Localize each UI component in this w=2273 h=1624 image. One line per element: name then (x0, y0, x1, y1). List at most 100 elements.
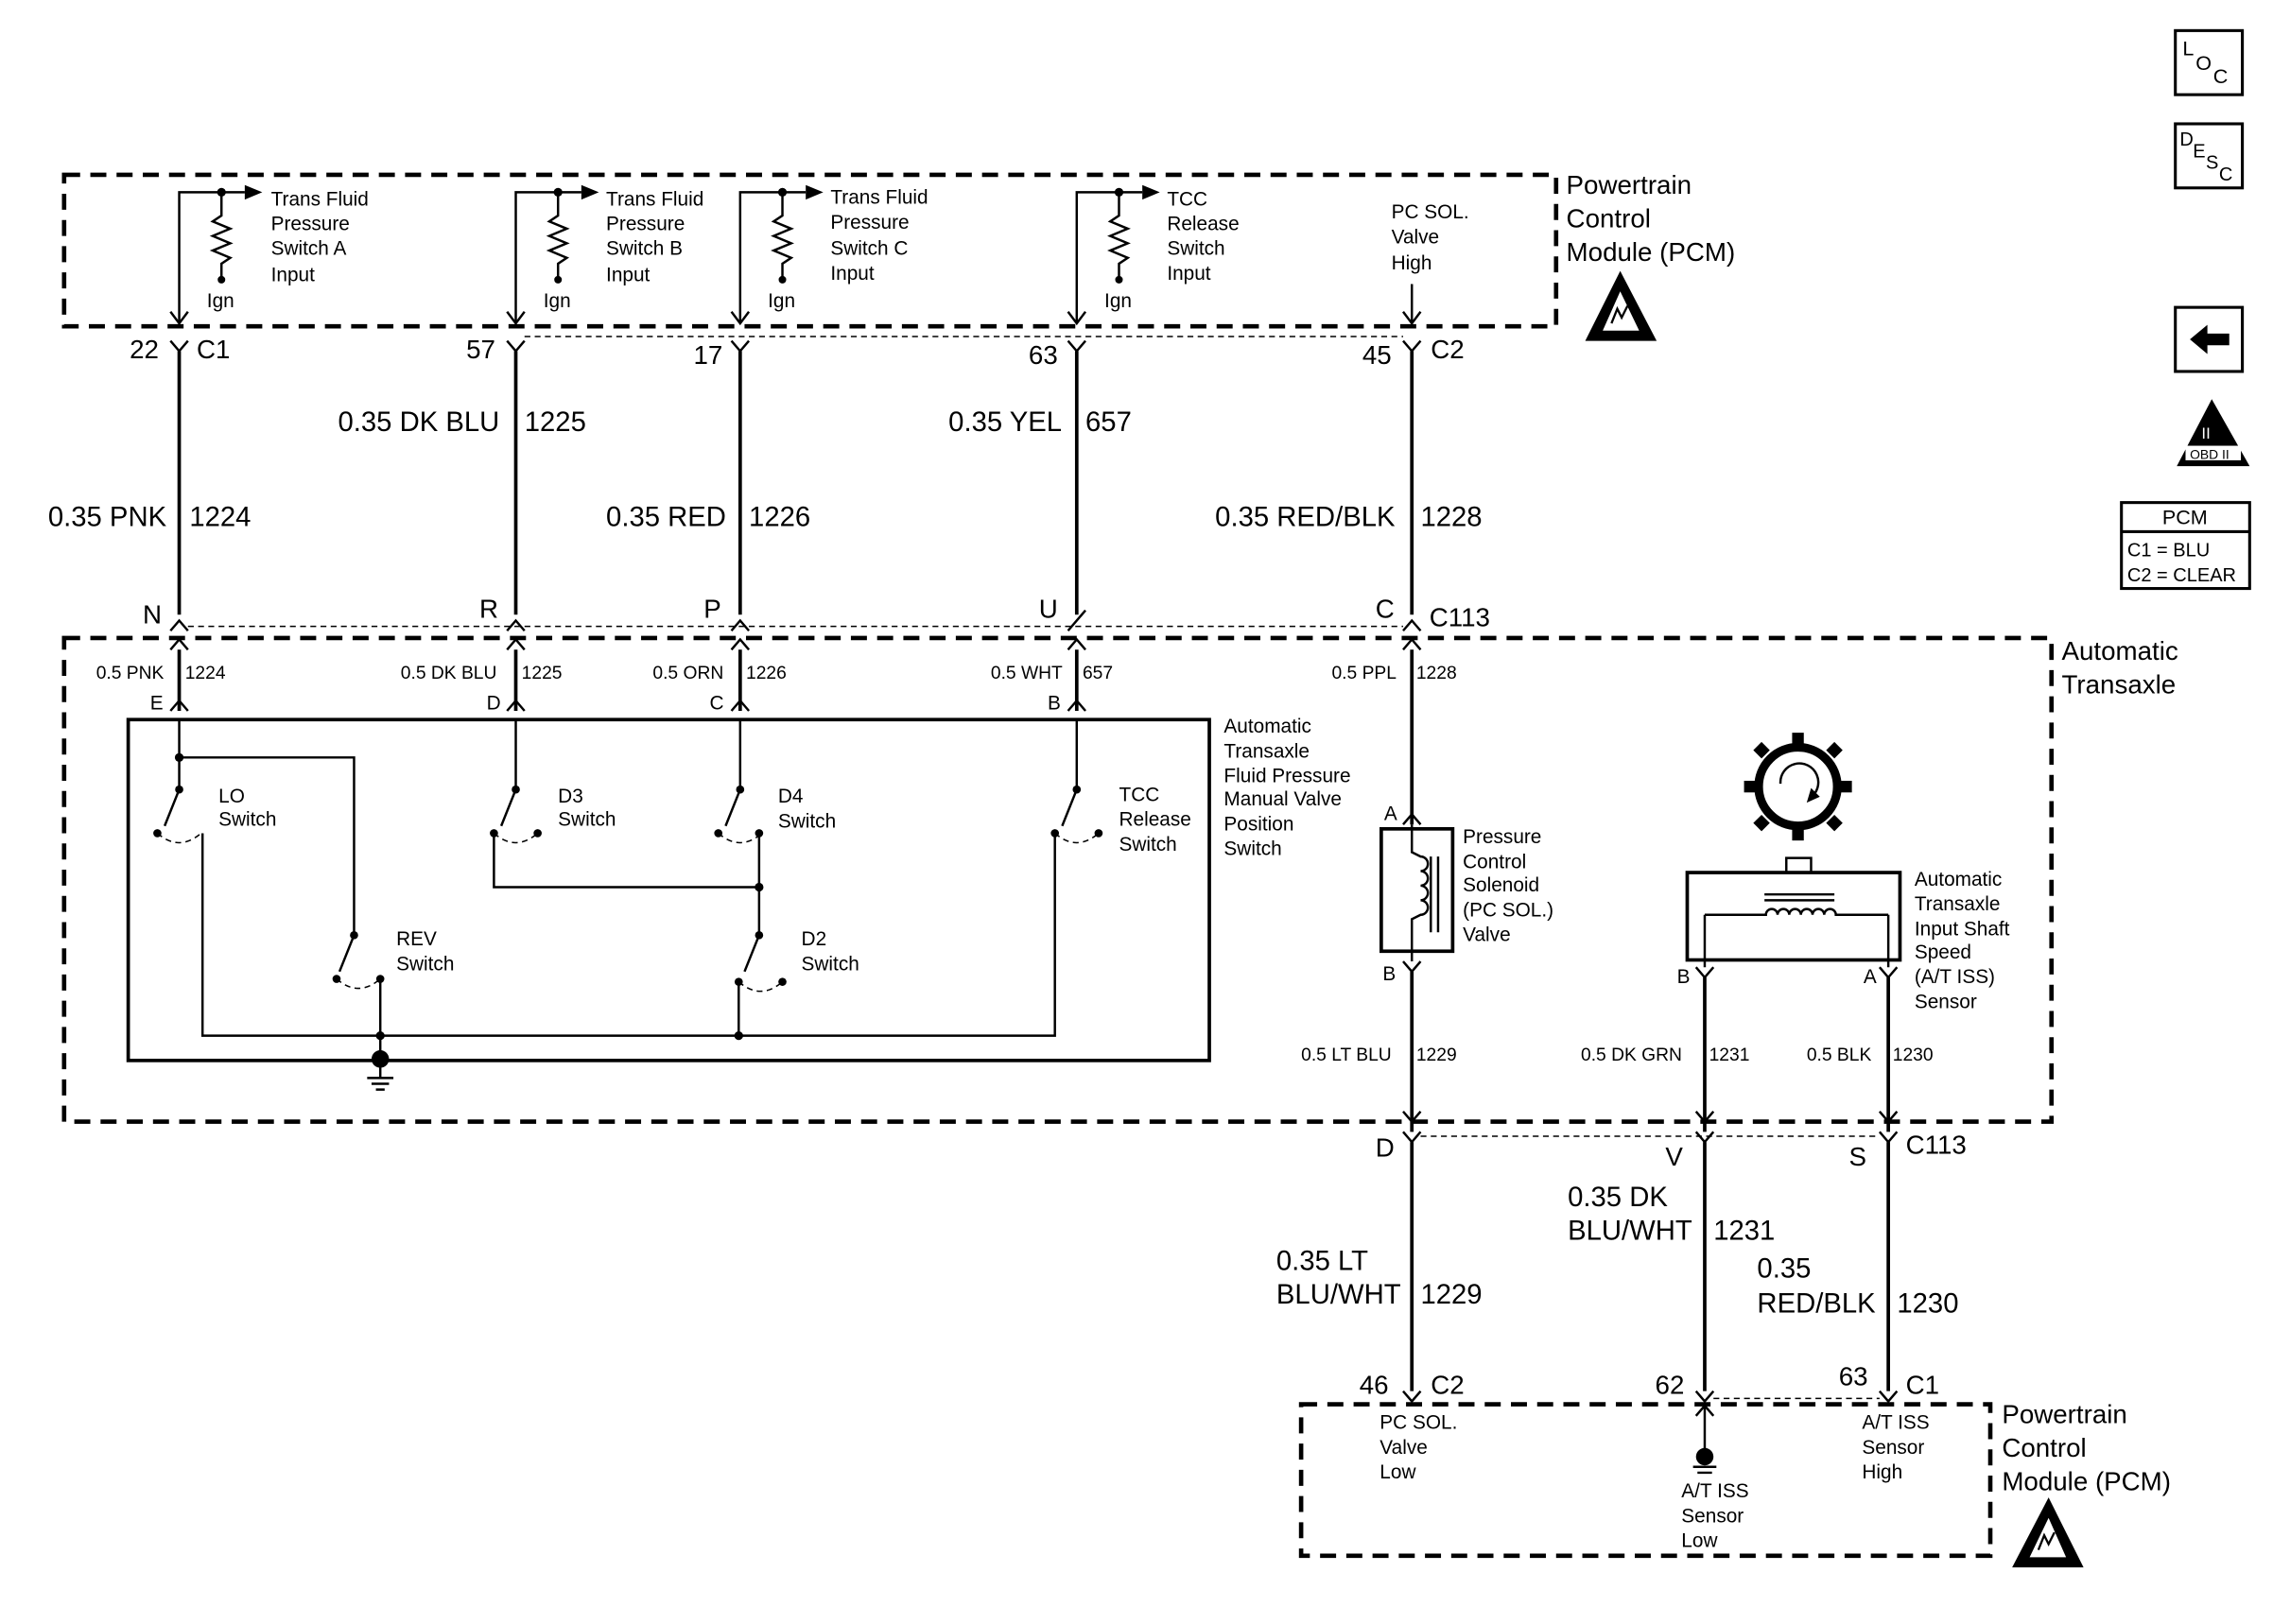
wire-1231-circuit: 1231 (1713, 1216, 1775, 1246)
esd-warning-icon-bottom (2012, 1497, 2084, 1568)
lo-switch-label-1: LO (218, 786, 245, 807)
pin-57: 57 (466, 335, 495, 364)
input-c-ign: Ign (768, 290, 795, 312)
desc-letter-d: D (2179, 130, 2193, 150)
iss-label-2: Transaxle (1915, 893, 2001, 915)
pcm-bottom-module: 46 C2 62 63 C1 PC SOL. Valve Low A/T ISS… (1298, 1361, 2171, 1568)
wire-1226-circuit: 1226 (749, 502, 810, 532)
ground-icon-pcm (1692, 1447, 1717, 1475)
wire-657-gauge: 0.35 YEL (948, 407, 1062, 438)
switch-assembly-label-4: Manual Valve (1223, 788, 1341, 810)
iss-low-label-3: Low (1681, 1530, 1718, 1552)
d2-switch-symbol (734, 931, 787, 993)
lo-switch-label-2: Switch (218, 809, 276, 831)
pcm-legend-title: PCM (2162, 506, 2208, 529)
solenoid-pin-b: B (1382, 963, 1396, 985)
pin-63: 63 (1029, 340, 1058, 370)
solenoid-pin-a: A (1384, 803, 1397, 825)
pcm-connector-legend: PCM C1 = BLU C2 = CLEAR (2120, 501, 2251, 591)
solenoid-label-4: (PC SOL.) (1463, 899, 1553, 921)
pcm-legend-c2: C2 = CLEAR (2127, 565, 2236, 586)
iss-low-label-1: A/T ISS (1681, 1480, 1748, 1502)
tcc-switch-label-2: Release (1119, 809, 1190, 831)
c113-bottom-label: C113 (1906, 1130, 1967, 1159)
transaxle-title-1: Automatic (2062, 636, 2178, 665)
input-a-ign: Ign (207, 290, 234, 312)
tx-wire-1225-gauge: 0.5 DK BLU (401, 664, 497, 683)
connector-c2-top: C2 (1431, 335, 1464, 364)
wire-1229-gauge-1: 0.35 LT (1276, 1247, 1368, 1277)
tcc-switch-label-1: TCC (1119, 785, 1159, 806)
pc-solenoid: A B Pressure Control Solenoid (PC SOL.) … (1379, 803, 1553, 985)
input-c-label-3: Switch C (830, 238, 908, 260)
tx-wire-1230-circuit: 1230 (1893, 1045, 1934, 1065)
connector-c1-bottom: C1 (1906, 1371, 1939, 1400)
iss-label-3: Input Shaft (1915, 918, 2010, 940)
wire-1225-circuit: 1225 (525, 407, 586, 438)
switch-assembly-label-6: Switch (1223, 838, 1281, 860)
pcm-input-labels: Trans Fluid Pressure Switch A Input Ign … (207, 187, 1469, 312)
tx-wire-1224-gauge: 0.5 PNK (96, 664, 165, 683)
c113-pin-u: U (1039, 594, 1058, 623)
rev-switch-symbol (332, 931, 385, 990)
c113-pin-c: C (1376, 594, 1395, 623)
tx-wire-1230-gauge: 0.5 BLK (1807, 1045, 1872, 1065)
input-pc-label-2: Valve (1392, 226, 1439, 248)
pin-63-bottom: 63 (1839, 1361, 1868, 1391)
input-tcc-label-3: Switch (1167, 238, 1224, 260)
input-c-label-1: Trans Fluid (830, 187, 928, 209)
pcm-top-title-3: Module (PCM) (1567, 237, 1736, 267)
tx-wire-657-circuit: 657 (1083, 664, 1113, 683)
d2-switch-label-1: D2 (802, 928, 827, 950)
obd-ii-button[interactable]: II OBD II (2177, 399, 2250, 467)
desc-letter-s: S (2206, 153, 2218, 174)
loc-letter-o: O (2195, 51, 2212, 75)
d4-switch-label-2: Switch (778, 810, 836, 832)
tx-wire-1225-circuit: 1225 (522, 664, 563, 683)
solenoid-label-3: Solenoid (1463, 874, 1539, 896)
pcm-top-title-2: Control (1567, 203, 1651, 233)
back-arrow-button[interactable] (2174, 305, 2245, 373)
pc-low-label-3: Low (1379, 1461, 1416, 1483)
input-tcc-label-2: Release (1167, 213, 1239, 234)
input-tcc-ign: Ign (1104, 290, 1132, 312)
iss-high-label-2: Sensor (1862, 1437, 1924, 1459)
input-a-label-4: Input (271, 264, 315, 285)
input-a-label-1: Trans Fluid (271, 188, 369, 210)
transaxle-title-2: Transaxle (2062, 670, 2177, 700)
desc-button[interactable]: D E S C (2174, 122, 2245, 190)
d3-switch-label-1: D3 (558, 786, 583, 807)
c113-pin-s: S (1849, 1142, 1867, 1171)
wire-1230-gauge-1: 0.35 (1757, 1253, 1811, 1284)
pcm-bottom-title-1: Powertrain (2002, 1400, 2127, 1429)
iss-pin-a: A (1864, 966, 1877, 988)
tx-wire-1228-circuit: 1228 (1416, 664, 1457, 683)
harness-top: 0.35 PNK 1224 0.35 DK BLU 1225 0.35 RED … (48, 351, 1483, 615)
input-circuit-b (506, 184, 599, 326)
obd-label: OBD II (2190, 446, 2230, 461)
input-circuit-c (730, 184, 824, 326)
wire-1231-gauge-2: BLU/WHT (1568, 1216, 1692, 1246)
connector-c1-top: C1 (197, 335, 230, 364)
pcm-top-pins: 22 C1 57 17 63 45 C2 (130, 335, 1465, 370)
switch-assembly-label-3: Fluid Pressure (1223, 766, 1350, 787)
iss-high-label-3: High (1862, 1461, 1902, 1483)
tx-wire-1231-gauge: 0.5 DK GRN (1581, 1045, 1682, 1065)
tcc-switch-label-3: Switch (1119, 834, 1176, 855)
wire-1229-circuit: 1229 (1420, 1280, 1482, 1310)
input-circuit-a (169, 184, 263, 326)
desc-letter-c: C (2219, 164, 2232, 185)
switch-pin-b: B (1048, 692, 1061, 714)
loc-button[interactable]: L O C (2174, 28, 2245, 96)
input-b-label-1: Trans Fluid (606, 188, 703, 210)
tx-wire-1224-circuit: 1224 (185, 664, 226, 683)
iss-label-5: (A/T ISS) (1915, 966, 1995, 988)
wire-1230-gauge-2: RED/BLK (1757, 1288, 1876, 1319)
input-b-label-4: Input (606, 264, 650, 285)
obd-numeral: II (2201, 424, 2210, 442)
input-c-label-2: Pressure (830, 212, 909, 233)
input-tcc-label-1: TCC (1167, 188, 1207, 210)
wire-1228-circuit: 1228 (1420, 502, 1482, 532)
iss-pin-b: B (1677, 966, 1691, 988)
